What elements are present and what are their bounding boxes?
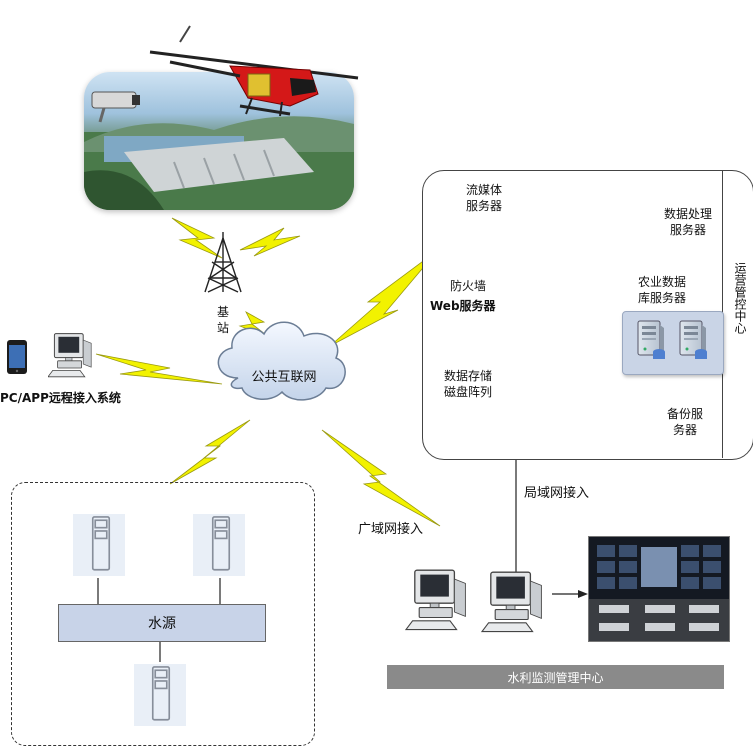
storage-label: 数据存储 磁盘阵列	[443, 369, 492, 399]
remote-pc-icon	[48, 333, 92, 378]
monitor-pc-right-icon	[481, 571, 543, 633]
pc-app-label: PC/APP远程接入系统	[0, 391, 121, 405]
agri-db-panel	[622, 311, 724, 375]
station-1-bg	[73, 514, 125, 576]
monitoring-room-photo	[588, 536, 730, 642]
base-station-label: 基 站	[216, 305, 229, 335]
arrow-to-monitor	[552, 590, 588, 598]
wan-label: 广域网接入	[358, 522, 424, 537]
field-area	[11, 482, 315, 746]
bolt-cloud-field	[169, 419, 251, 485]
streaming-server-label: 流媒体 服务器	[465, 183, 502, 213]
station-2-bg	[193, 514, 245, 576]
tower-icon	[204, 232, 242, 293]
lan-label: 局域网接入	[524, 486, 590, 501]
bolt-photo-tower	[171, 217, 223, 259]
bolt-pc-cloud	[95, 353, 223, 385]
cloud-icon	[217, 321, 346, 401]
web-server-label: Web服务器	[430, 299, 496, 313]
station-3-bg	[134, 664, 186, 726]
monitor-pc-left-icon	[405, 569, 467, 631]
firewall-label: 防火墙	[450, 279, 487, 293]
phone-icon	[7, 340, 27, 374]
ops-center-label: 运营管控中心	[733, 262, 747, 334]
dam-drone-photo	[84, 72, 354, 210]
drone-icon	[149, 25, 359, 117]
bolt-tower-right	[239, 227, 301, 257]
data-processing-label: 数据处理 服务器	[663, 207, 712, 237]
agri-db-label: 农业数据 库服务器	[637, 275, 686, 305]
station-links	[97, 578, 221, 662]
bolt-cloud-wan	[321, 429, 441, 527]
water-source: 水源	[58, 604, 266, 642]
cloud-label: 公共互联网	[251, 370, 317, 385]
backup-label: 备份服 务器	[666, 407, 703, 437]
monitoring-center-bar: 水利监测管理中心	[387, 665, 724, 689]
